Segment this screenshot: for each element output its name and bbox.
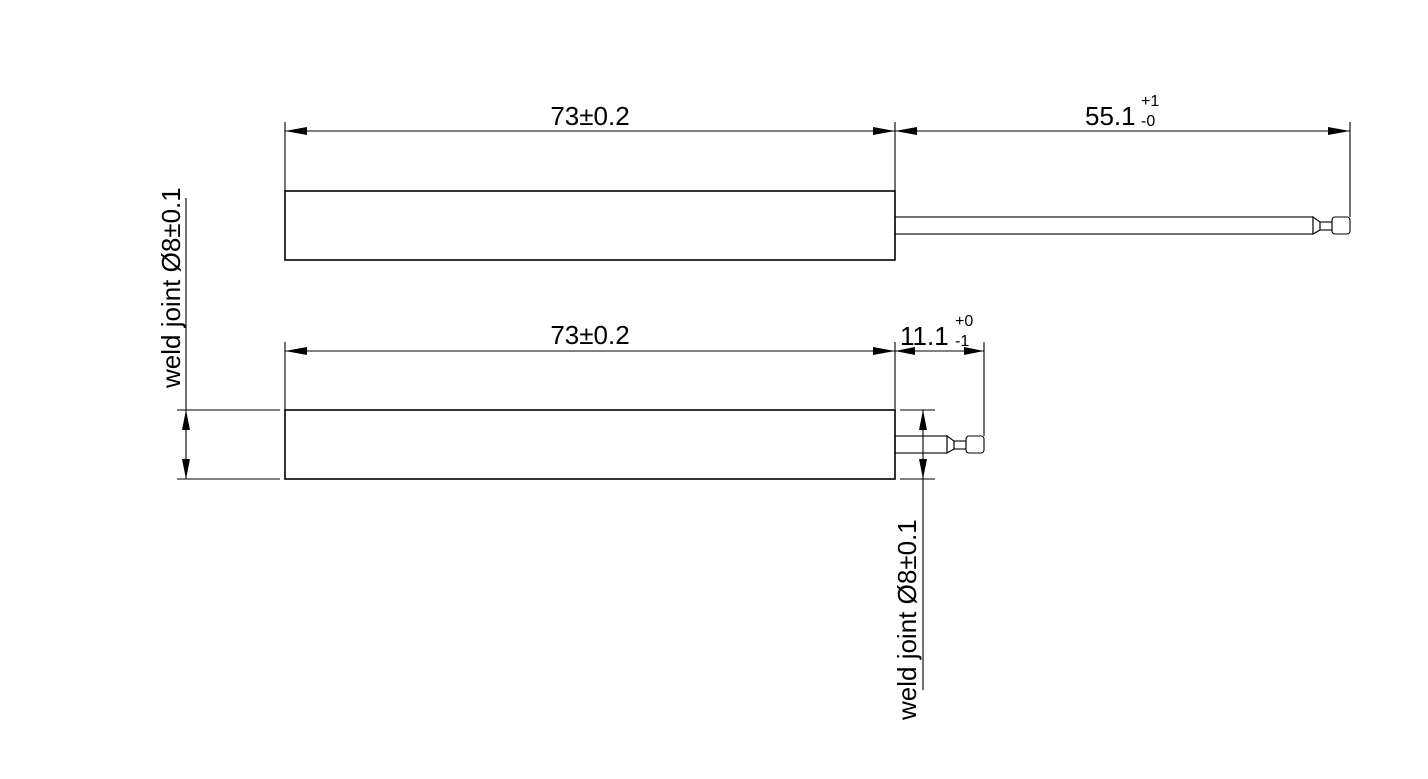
- arrowhead: [285, 127, 307, 135]
- bottom-body: [284, 409, 896, 480]
- top-lead-tol-upper: +1: [1141, 93, 1159, 110]
- arrowhead: [182, 459, 190, 479]
- left-weld-note: weld joint Ø8±0.1: [156, 187, 186, 389]
- top-lead-taper: [1312, 215, 1321, 235]
- bottom-lead-end: [965, 435, 985, 454]
- top-lead-dim-label: 55.1: [1085, 101, 1136, 131]
- arrowhead: [895, 127, 917, 135]
- right-weld-note: weld joint Ø8±0.1: [892, 519, 922, 721]
- arrowhead: [285, 347, 307, 355]
- bottom-lead-tol-upper: +0: [955, 313, 973, 330]
- bottom-lead-taper: [946, 434, 955, 454]
- top-lead-terminal: [1319, 221, 1333, 231]
- top-lead-tol-lower: -0: [1141, 113, 1155, 130]
- bottom-body-dim-label: 73±0.2: [550, 320, 629, 350]
- arrowhead: [1328, 127, 1350, 135]
- bottom-lead-terminal: [953, 440, 967, 450]
- arrowhead: [182, 410, 190, 430]
- arrowhead: [964, 347, 984, 355]
- top-lead-end: [1331, 216, 1351, 235]
- arrowhead: [895, 347, 915, 355]
- top-lead-wire: [894, 216, 1314, 235]
- top-view: 73±0.2 55.1 +1 -0: [284, 93, 1351, 261]
- arrowhead: [919, 459, 927, 479]
- bottom-view: 73±0.2 11.1 +0 -1 weld joint Ø8±0.1 weld…: [156, 187, 985, 721]
- bottom-lead-dim-label: 11.1: [900, 321, 949, 351]
- arrowhead: [873, 127, 895, 135]
- arrowhead: [873, 347, 895, 355]
- bottom-lead-tol-lower: -1: [955, 333, 969, 350]
- top-body-dim-label: 73±0.2: [550, 101, 629, 131]
- arrowhead: [919, 410, 927, 430]
- bottom-lead-wire: [894, 435, 948, 454]
- top-body: [284, 190, 896, 261]
